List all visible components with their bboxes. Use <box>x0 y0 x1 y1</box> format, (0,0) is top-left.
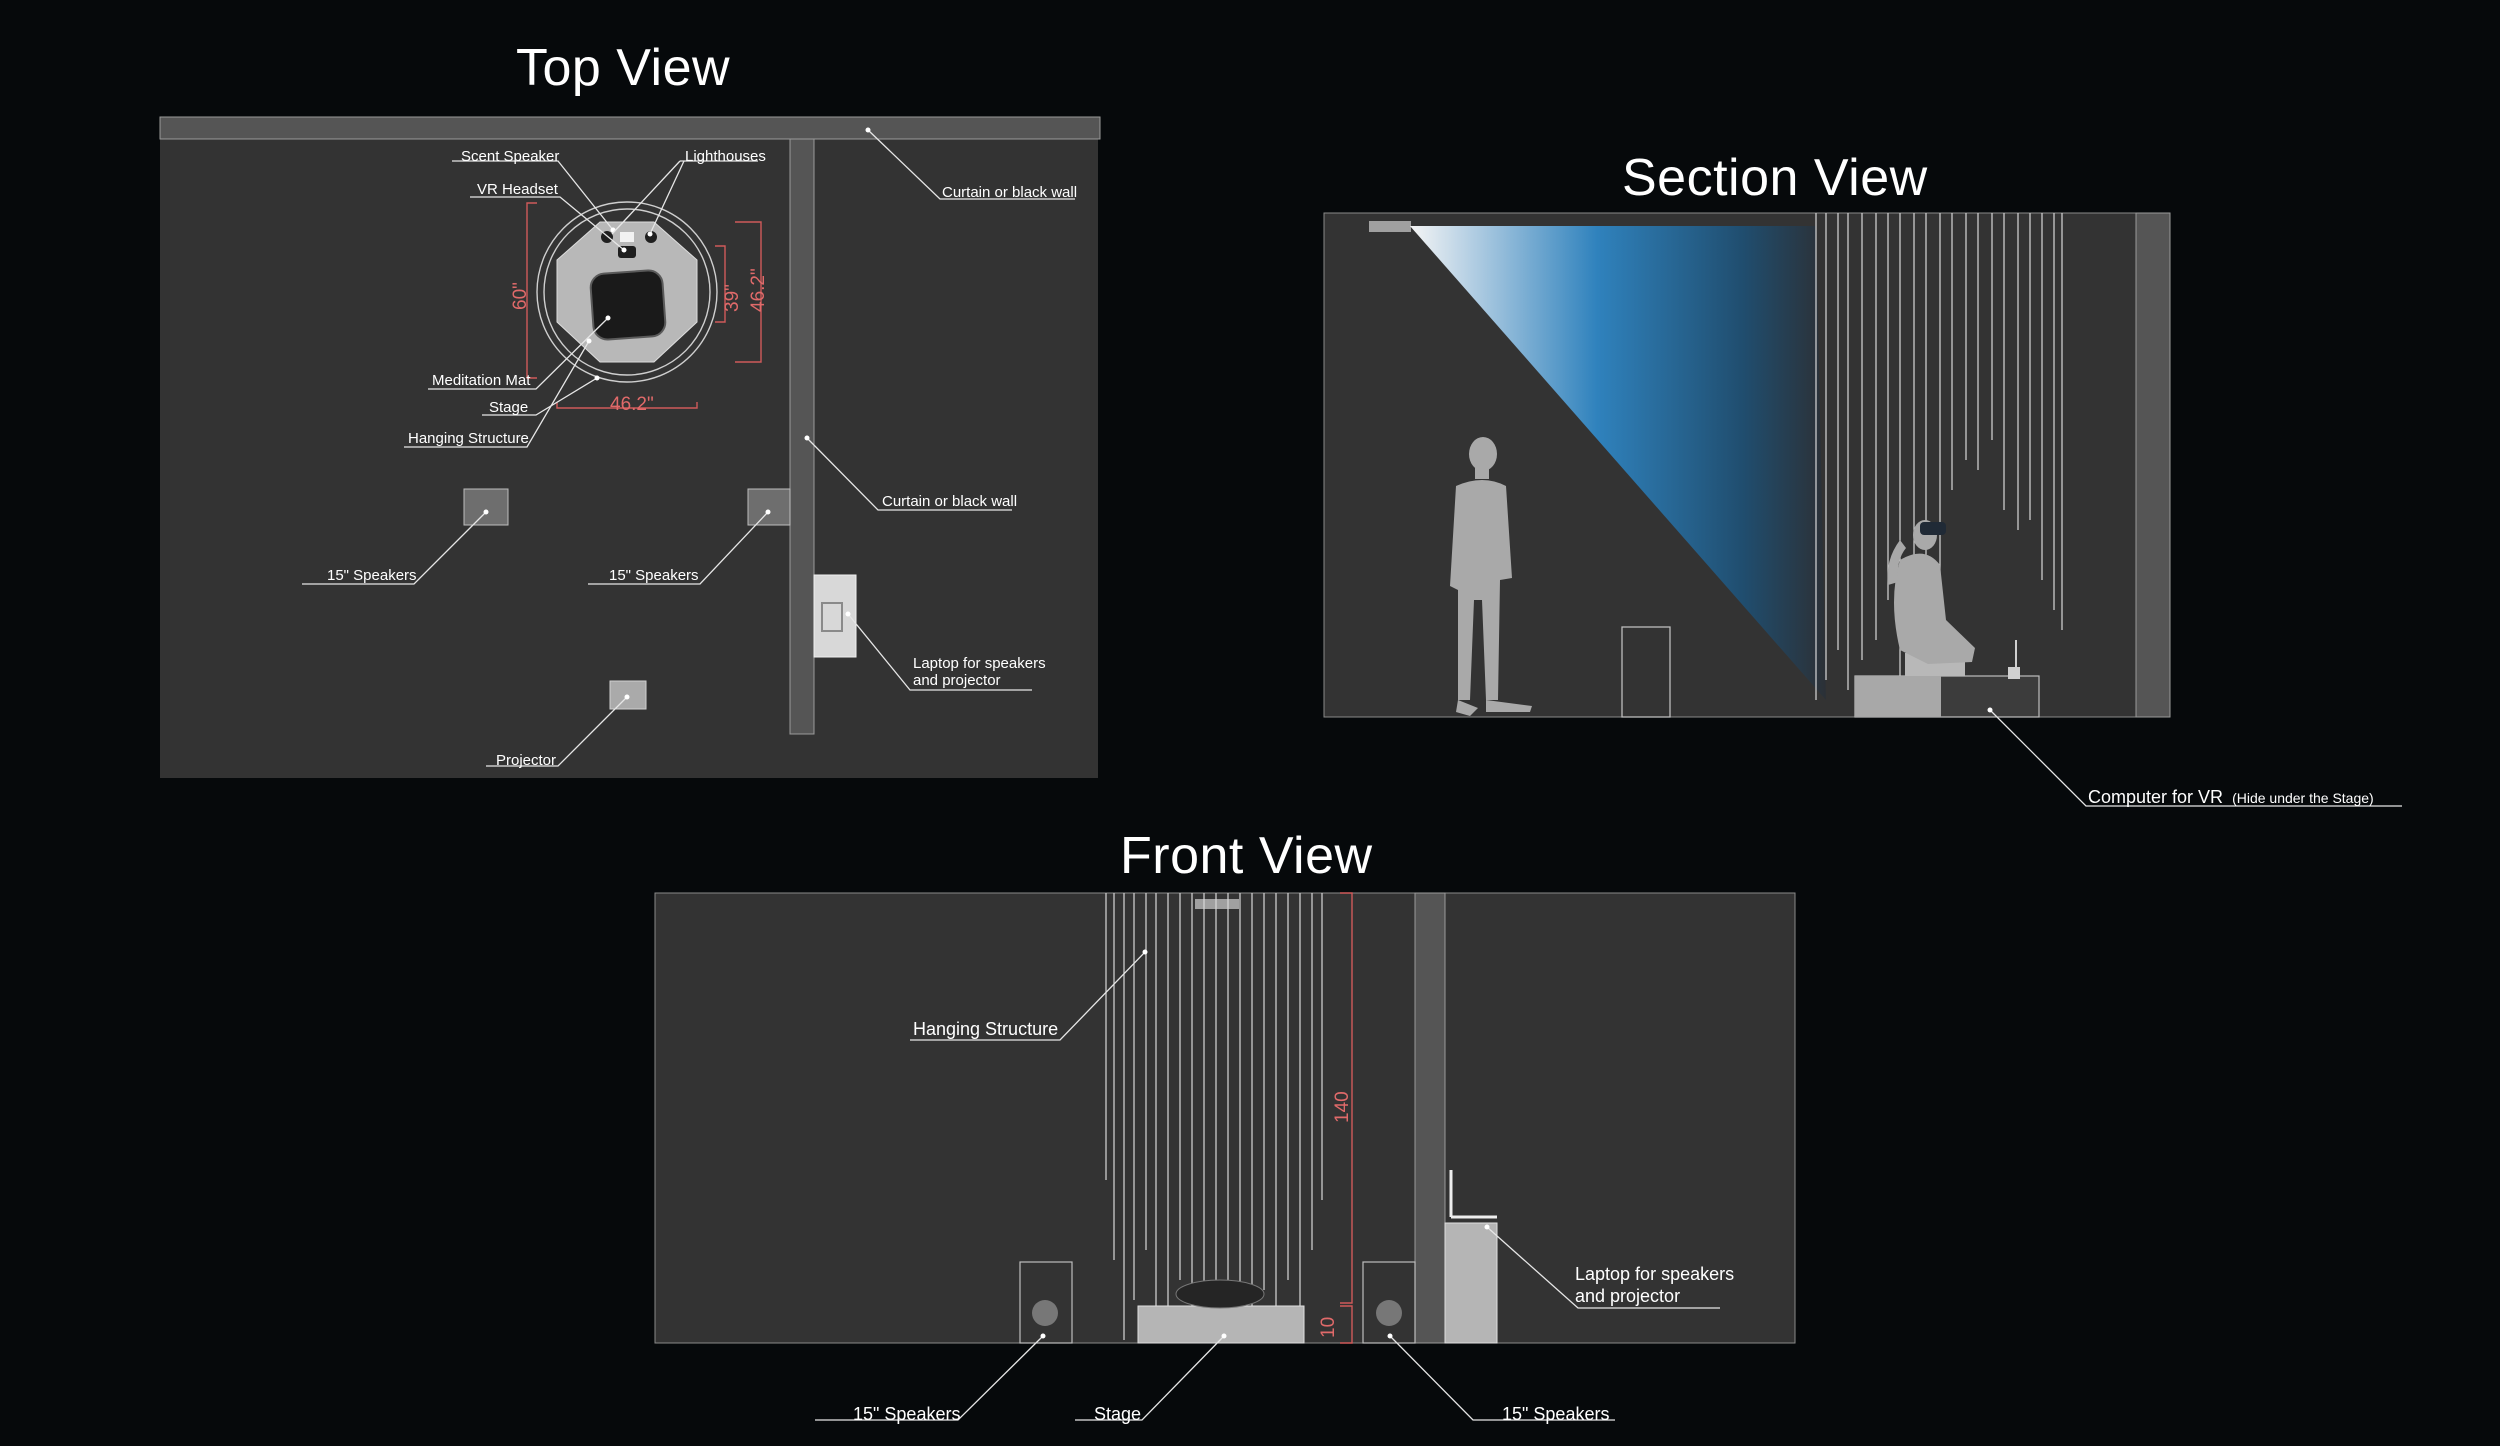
projector-leader <box>486 696 628 767</box>
section-speaker-outline <box>1621 626 1671 718</box>
scent-speaker-leader <box>452 160 614 231</box>
computer-leader <box>1989 709 2402 807</box>
meditation-mat-label: Meditation Mat <box>432 372 531 389</box>
hanging-structure-leader <box>404 340 590 448</box>
top-curtain-wall <box>159 116 1101 140</box>
dim-10-label: 10 <box>1318 1317 1339 1338</box>
curtain-side-leader <box>806 437 1012 511</box>
laptop-icon <box>821 602 843 632</box>
hanging-structure-ring-inner <box>543 208 711 376</box>
vr-headset-leader <box>470 196 625 251</box>
speakers-left-label: 15" Speakers <box>327 567 417 584</box>
section-projector-icon <box>1369 221 1411 232</box>
section-stage-front <box>1855 676 1941 717</box>
front-speakers-left-label: 15" Speakers <box>853 1404 960 1424</box>
front-speakers-right-label: 15" Speakers <box>1502 1404 1609 1424</box>
speaker-right-icon <box>747 488 791 526</box>
dim-39-line <box>715 245 726 323</box>
curtain-side-label: Curtain or black wall <box>882 493 1017 510</box>
meditation-mat-leader <box>428 317 609 390</box>
laptop-label-line2: and projector <box>913 672 1001 689</box>
dim-39-label: 39" <box>722 284 743 312</box>
top-view-panel: Scent Speaker Lighthouses VR Headset Cur… <box>159 116 1101 778</box>
hanging-structure-label: Hanging Structure <box>408 430 529 447</box>
front-speakers-right-leader <box>1389 1335 1615 1421</box>
front-laptop-leader <box>1486 1226 1720 1309</box>
dim-140-line <box>1340 892 1353 1304</box>
hanging-structure-ring <box>536 201 718 383</box>
dim-60-label: 60" <box>510 282 531 310</box>
dim-10-line <box>1340 1305 1353 1344</box>
stage-leader <box>482 377 598 416</box>
section-view-title: Section View <box>1622 149 1928 207</box>
front-laptop-label-line2: and projector <box>1575 1286 1680 1306</box>
front-laptop-cart <box>1444 1222 1498 1344</box>
front-stage-leader <box>1075 1335 1225 1421</box>
dim-60-line <box>526 202 537 379</box>
meditation-mat-icon <box>589 269 667 341</box>
dim-140-label: 140 <box>1332 1091 1353 1123</box>
standing-person-silhouette <box>1450 437 1532 716</box>
dim-462-horizontal-line <box>556 402 698 409</box>
front-curtain-wall <box>1414 892 1446 1344</box>
laptop-leader <box>847 613 1032 691</box>
laptop-label-line1: Laptop for speakers <box>913 655 1046 672</box>
speakers-right-leader <box>588 511 769 585</box>
speakers-left-leader <box>302 511 487 585</box>
section-hanging-strips <box>1815 213 2063 700</box>
section-back-wall <box>2135 212 2171 718</box>
front-view-background <box>654 892 1796 1344</box>
front-speaker-left-cone <box>1032 1300 1058 1326</box>
computer-label: Computer for VR (Hide under the Stage) <box>2088 787 2374 807</box>
front-speaker-right-cone <box>1376 1300 1402 1326</box>
front-view-panel: 140 10 Hanging Structure Laptop for spea… <box>654 892 1796 1424</box>
front-stage-label: Stage <box>1094 1404 1141 1424</box>
front-view-title: Front View <box>1120 827 1373 885</box>
curtain-top-leader <box>867 129 1075 200</box>
front-meditation-mat <box>1175 1279 1265 1309</box>
section-laptop-small <box>2008 667 2020 679</box>
dim-462-vertical-label: 46.2" <box>748 268 769 312</box>
scent-speaker-icon <box>620 232 634 242</box>
dim-462-vertical-line <box>735 221 762 363</box>
scent-speaker-label: Scent Speaker <box>461 148 559 165</box>
vr-user-silhouette <box>1887 520 1975 664</box>
lighthouse-leader-b <box>649 160 685 235</box>
dim-462-horizontal-label: 46.2" <box>610 394 654 415</box>
lighthouses-label: Lighthouses <box>685 148 766 165</box>
curtain-top-label: Curtain or black wall <box>942 184 1077 201</box>
front-speakers-left-leader <box>815 1335 1044 1421</box>
lighthouse-leader-a <box>611 160 681 235</box>
side-curtain-wall <box>789 138 815 735</box>
front-hanging-label: Hanging Structure <box>913 1019 1058 1039</box>
front-hanging-leader <box>910 951 1146 1041</box>
front-laptop-label-line1: Laptop for speakers <box>1575 1264 1734 1284</box>
vr-headset-label: VR Headset <box>477 181 559 198</box>
front-hanging-strips <box>1105 893 1323 1340</box>
section-view-panel: Computer for VR (Hide under the Stage) <box>1323 212 2402 807</box>
top-view-title: Top View <box>516 39 731 97</box>
stage-label: Stage <box>489 399 528 416</box>
speaker-left-icon <box>463 488 509 526</box>
speakers-right-label: 15" Speakers <box>609 567 699 584</box>
front-stage <box>1137 1305 1305 1344</box>
projection-beam <box>1410 226 1826 700</box>
projector-label: Projector <box>496 752 556 769</box>
front-projector-icon <box>1195 899 1239 909</box>
